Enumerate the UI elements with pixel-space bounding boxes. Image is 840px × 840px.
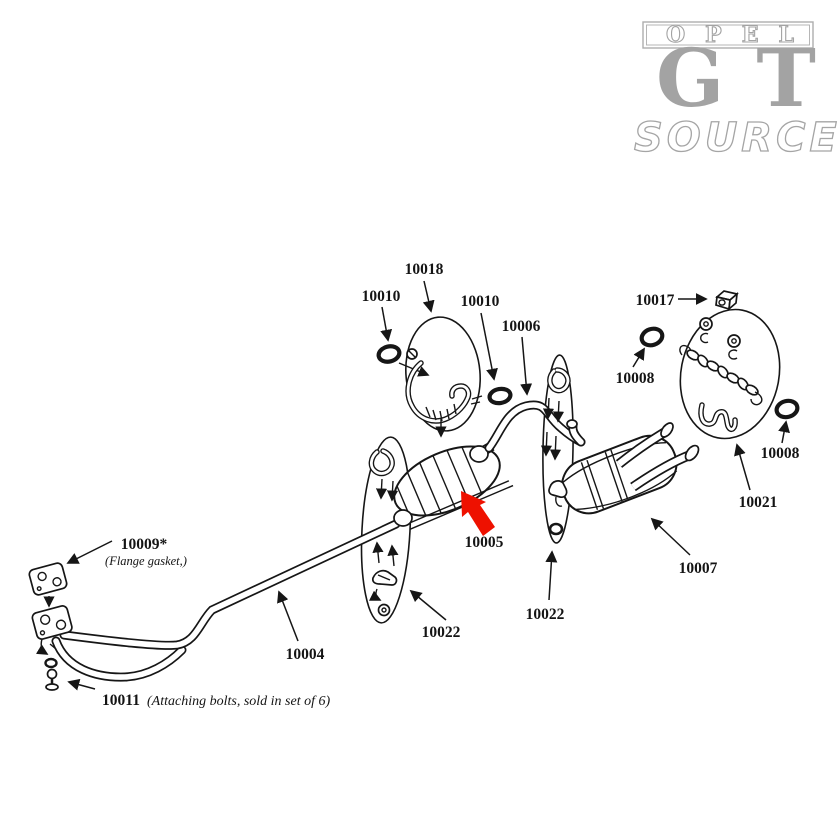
hanger-chain-10021 (679, 317, 763, 433)
leader-arrow-10008-right (778, 420, 790, 444)
leader-arrows (66, 280, 790, 691)
leader-arrow-10009 (66, 540, 113, 564)
part-label-10008-right: 10008 (761, 445, 800, 462)
part-label-10017: 10017 (636, 292, 675, 309)
part-labels: 10018 10010 10010 10006 10017 10008 1000… (102, 261, 800, 709)
part-label-10006: 10006 (502, 318, 541, 335)
gasket-ring-10010-right (487, 386, 513, 406)
callout-ellipse-10021 (679, 308, 781, 440)
muffler-10007 (561, 419, 700, 515)
gasket-ring-10008-left (639, 326, 665, 348)
leader-arrow-10007 (650, 517, 691, 556)
part-label-10010-left: 10010 (362, 288, 401, 305)
flange-gasket-10009 (28, 562, 68, 596)
part-note-10011: (Attaching bolts, sold in set of 6) (147, 694, 330, 709)
part-label-10008-left: 10008 (616, 370, 655, 387)
logo-opel-text: OPEL (666, 22, 814, 48)
part-label-10022-right: 10022 (526, 606, 565, 623)
callout-ellipse-10018 (405, 316, 481, 432)
muffler-inlet-collar (393, 509, 413, 527)
tail-pipes (615, 422, 700, 492)
brand-logo: OPEL GT SOURCE (633, 21, 840, 162)
leader-arrow-10008-left (632, 347, 645, 368)
hanger-kit-10022-left (368, 448, 399, 617)
leader-arrow-10011 (67, 678, 96, 691)
attaching-bolt-10011 (35, 638, 59, 691)
leader-arrow-10021 (734, 443, 751, 491)
highlight-arrow-10005 (461, 491, 495, 536)
leader-arrow-10006 (520, 336, 533, 396)
opel-badge-outer-frame (642, 21, 814, 49)
part-label-10021: 10021 (739, 494, 778, 511)
leader-arrow-10022-right (545, 550, 558, 601)
opel-badge-inner-frame (646, 24, 810, 46)
part-label-10018: 10018 (405, 261, 444, 278)
part-label-10009: 10009* (121, 536, 168, 553)
part-note-10009: (Flange gasket,) (105, 554, 187, 568)
logo-source-text: SOURCE (634, 115, 840, 161)
part-label-10010-right: 10010 (461, 293, 500, 310)
part-label-10004: 10004 (286, 646, 325, 663)
callout-ellipse-10022-left (360, 436, 412, 624)
part-label-10005: 10005 (465, 534, 504, 551)
part-label-10022-left: 10022 (422, 624, 461, 641)
leader-arrow-10004 (277, 590, 299, 642)
mount-block-10017 (715, 290, 739, 312)
hanger-strap-10018 (398, 348, 483, 438)
gasket-ring-10010-left (376, 344, 402, 364)
front-pipe-10004 (51, 519, 401, 682)
pipe-flange (31, 605, 73, 640)
leader-arrow-10010-left (380, 306, 393, 342)
part-label-10011: 10011 (102, 692, 140, 709)
hanger-kit-10022-right (540, 367, 571, 536)
leader-arrow-10022-left (409, 589, 447, 621)
logo-gt-text: GT (656, 31, 840, 125)
gasket-ring-10008-right (774, 398, 800, 420)
leader-arrow-10010-right (480, 312, 498, 381)
muffler-inlet-stub (566, 419, 586, 447)
callout-ellipses (360, 308, 781, 624)
leader-arrow-10018 (422, 280, 435, 313)
part-label-10007: 10007 (679, 560, 718, 577)
